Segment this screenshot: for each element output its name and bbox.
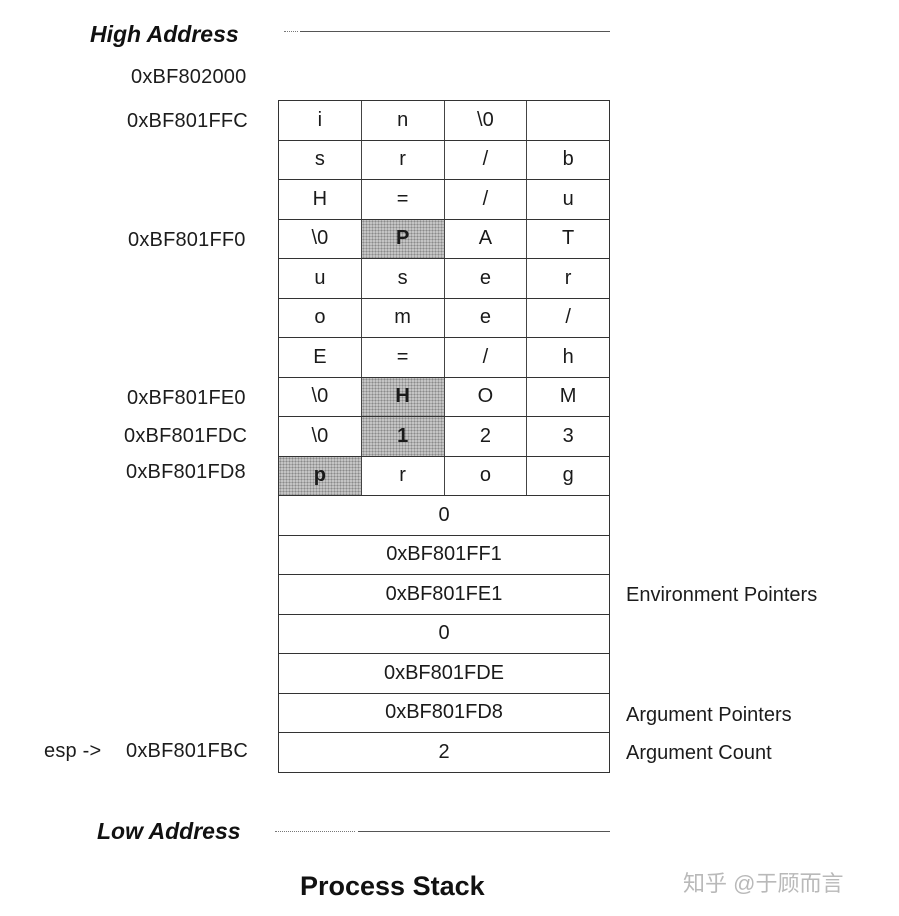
stack-word-value: 0 xyxy=(438,622,450,645)
stack-word-value: 0xBF801FF1 xyxy=(386,543,502,566)
stack-word-row: 0xBF801FE1 xyxy=(278,574,610,614)
stack-byte-cell: = xyxy=(362,180,445,219)
stack-byte-cell xyxy=(527,101,609,140)
environment-pointers-label: Environment Pointers xyxy=(626,584,818,606)
high-address-label: High Address xyxy=(90,21,239,47)
stack-word-value: 0xBF801FDE xyxy=(383,661,505,684)
stack-byte-cell: H xyxy=(279,180,362,219)
stack-byte-row: H=/ u xyxy=(278,179,610,219)
stack-word-row: 0 xyxy=(278,613,610,653)
watermark: 知乎 @于顾而言 xyxy=(683,871,844,896)
stack-byte-cell: H xyxy=(361,377,445,416)
low-address-dots xyxy=(275,831,355,832)
stack-byte-cell: u xyxy=(279,259,362,298)
diagram-title: Process Stack xyxy=(300,871,485,901)
stack-byte-cell: b xyxy=(562,148,574,171)
stack-byte-cell: / xyxy=(445,180,528,219)
stack-byte-cell: \0 xyxy=(445,101,528,140)
stack-byte-cell: T xyxy=(562,227,575,250)
low-address-line xyxy=(358,831,610,832)
stack-byte-cell: s xyxy=(279,140,362,179)
stack-byte-cell: r xyxy=(564,266,572,289)
low-address-label: Low Address xyxy=(97,818,241,844)
stack-byte-cell: m xyxy=(362,298,445,337)
stack-byte-cell: r xyxy=(362,456,445,495)
stack-byte-cell: \0 xyxy=(279,377,362,416)
address-label: 0xBF801FE0 xyxy=(127,387,246,409)
stack-word-row: 0 xyxy=(278,495,610,535)
stack-byte-cell: M xyxy=(559,385,577,408)
stack-word-row: 0xBF801FDE xyxy=(278,653,610,693)
stack-word-row: 0xBF801FD8 xyxy=(278,692,610,732)
stack-byte-cell: u xyxy=(562,187,574,210)
stack-byte-row: E=/ h xyxy=(278,337,610,377)
stack-byte-cell: / xyxy=(445,338,528,377)
address-label: 0xBF801FDC xyxy=(124,425,248,447)
stack-byte-cell: n xyxy=(362,101,445,140)
stack-byte-cell: O xyxy=(445,377,528,416)
address-label: 0xBF801FBC xyxy=(126,740,249,762)
stack-byte-cell: p xyxy=(279,456,362,495)
stack-word-value: 0xBF801FE1 xyxy=(385,582,503,605)
stack-byte-cell: E xyxy=(279,338,362,377)
stack-word-row: 0xBF801FF1 xyxy=(278,534,610,574)
stack-byte-cell: 3 xyxy=(562,424,574,447)
stack-byte-cell: o xyxy=(279,298,362,337)
stack-byte-cell: \0 xyxy=(279,219,362,258)
stack-word-row: 2 xyxy=(278,732,610,773)
stack-byte-cell: g xyxy=(562,464,574,487)
stack-word-value: 2 xyxy=(438,741,450,763)
stack-byte-cell: / xyxy=(445,140,528,179)
high-address-line xyxy=(300,31,610,32)
stack-byte-cell: e xyxy=(445,298,528,337)
stack-byte-cell: h xyxy=(562,345,574,368)
stack-byte-cell: P xyxy=(361,219,445,258)
address-label: 0xBF802000 xyxy=(131,66,247,88)
address-label: 0xBF801FFC xyxy=(127,110,248,132)
high-address-dots xyxy=(284,31,298,32)
stack-byte-cell: 1 xyxy=(361,417,445,456)
argument-count-label: Argument Count xyxy=(626,742,772,764)
stack-byte-cell: = xyxy=(362,338,445,377)
stack-byte-cell: o xyxy=(445,456,528,495)
address-label: 0xBF801FD8 xyxy=(126,461,246,483)
stack-byte-cell: / xyxy=(565,306,571,329)
argument-pointers-label: Argument Pointers xyxy=(626,704,792,726)
stack-word-value: 0 xyxy=(438,503,450,526)
address-label: 0xBF801FF0 xyxy=(128,229,246,251)
stack-byte-cell: \0 xyxy=(279,417,362,456)
stack-byte-cell: s xyxy=(362,259,445,298)
esp-label: esp -> xyxy=(44,740,102,762)
stack-byte-cell: i xyxy=(279,101,362,140)
stack-word-value: 0xBF801FD8 xyxy=(385,701,503,724)
stack-byte-cell: A xyxy=(445,219,528,258)
stack-byte-cell: e xyxy=(445,259,528,298)
stack-byte-cell: 2 xyxy=(445,417,528,456)
stack-byte-cell: r xyxy=(362,140,445,179)
